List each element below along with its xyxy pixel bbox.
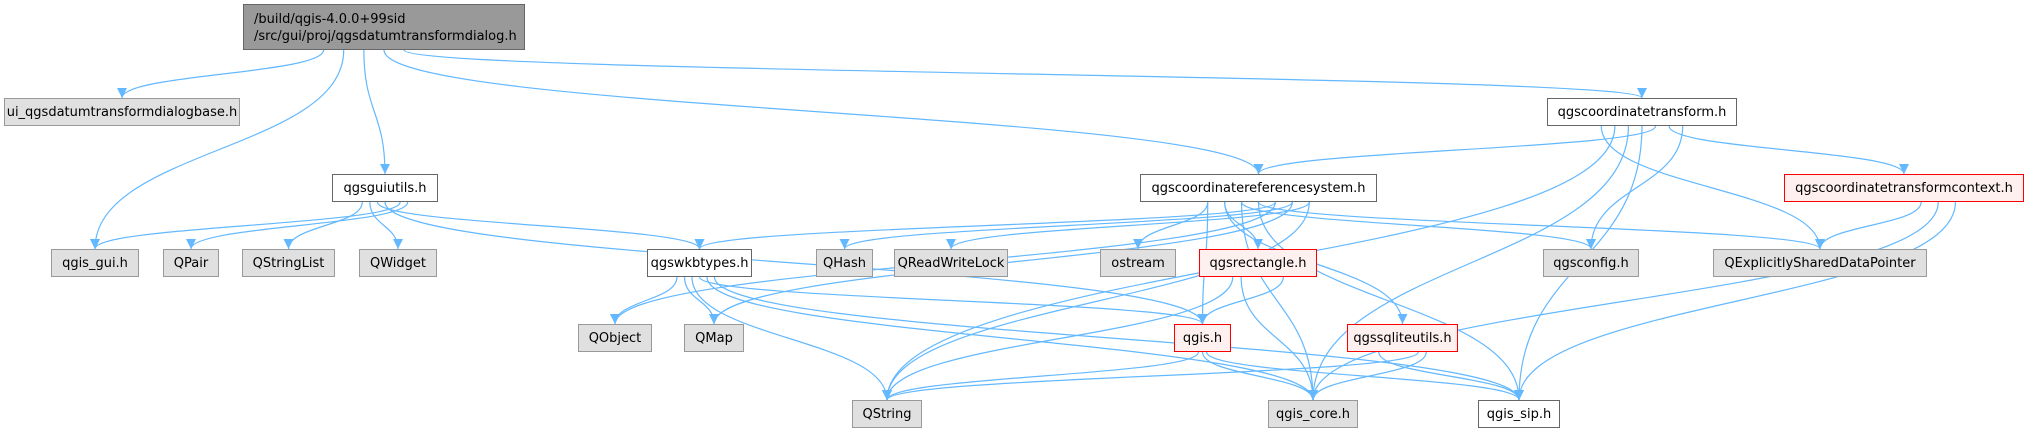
node-label: QStringList (252, 255, 325, 271)
node-label: qgsrectangle.h (1209, 255, 1307, 271)
node-label: qgssqliteutils.h (1353, 330, 1452, 346)
node-label: qgswkbtypes.h (650, 255, 749, 271)
node-label: qgscoordinatereferencesystem.h (1151, 180, 1366, 196)
edge-qgsct-to-qgsconfig (1586, 125, 1684, 250)
graph-node-root[interactable]: /build/qgis-4.0.0+99sid/src/gui/proj/qgs… (243, 4, 525, 50)
graph-node-qgsrectangle[interactable]: qgsrectangle.h (1199, 249, 1317, 277)
edge-qgsct-to-qgscrs (1253, 125, 1657, 175)
node-label: qgis_gui.h (62, 255, 128, 271)
node-label: QString (862, 406, 912, 422)
node-label: QWidget (369, 255, 426, 271)
graph-node-qmap[interactable]: QMap (684, 324, 744, 352)
edge-qgsct-to-qesdp (1600, 125, 1825, 250)
graph-node-qgswkbtypes[interactable]: qgswkbtypes.h (647, 249, 752, 277)
node-label: QMap (695, 330, 733, 346)
edge-qgssqliteutils-to-qgis-sip (1378, 351, 1524, 401)
edge-qgis-to-qgis-sip (1205, 351, 1524, 401)
edge-qgscrs-to-qesdp (1257, 201, 1825, 250)
node-label: ui_qgsdatumtransformdialogbase.h (6, 104, 238, 120)
edge-qgswkbtypes-to-qgis-sip (713, 276, 1524, 401)
edge-qgswkbtypes-to-qstring (691, 276, 892, 401)
graph-node-qstring[interactable]: QString (852, 400, 922, 428)
edge-qgsguiutils-to-qwidget (369, 201, 403, 250)
node-label: QPair (173, 255, 209, 271)
node-label: qgsguiutils.h (343, 180, 427, 196)
edge-root-to-qgsct (403, 49, 1647, 99)
node-label: qgis_core.h (1276, 406, 1350, 422)
graph-node-qhash[interactable]: QHash (816, 249, 873, 277)
edge-qgscrs-to-qgswkbtypes (694, 201, 1277, 250)
graph-node-qgis-sip[interactable]: qgis_sip.h (1478, 400, 1560, 428)
edge-qgsctc-to-qgis-core (1308, 201, 1939, 401)
node-label: ostream (1111, 255, 1165, 271)
edge-qgscrs-to-qrwlock (946, 201, 1310, 250)
node-label: QObject (588, 330, 642, 346)
graph-node-qgssqliteutils[interactable]: qgssqliteutils.h (1347, 324, 1458, 352)
edge-root-to-qgis-gui (90, 49, 345, 250)
edge-qgsguiutils-to-qpair (186, 201, 409, 250)
edge-qgswkbtypes-to-qobject (610, 276, 678, 325)
edge-qgscrs-to-qgis-core (1240, 201, 1318, 401)
node-label: QHash (823, 255, 866, 271)
graph-node-qgsct[interactable]: qgscoordinatetransform.h (1547, 98, 1737, 126)
node-label: /build/qgis-4.0.0+99sid (254, 12, 406, 27)
edge-qgswkbtypes-to-qgis-core (706, 276, 1318, 401)
node-label: /src/gui/proj/qgsdatumtransformdialog.h (254, 29, 517, 44)
edge-qgis-to-qstring (882, 351, 1200, 401)
node-label: qgscoordinatetransform.h (1557, 104, 1727, 120)
graph-node-qstringlist[interactable]: QStringList (242, 249, 335, 277)
edge-qgsct-to-qgsctc (1668, 125, 1909, 175)
edge-qgscrs-to-qstring (882, 201, 1310, 401)
edge-qgsrectangle-to-qgis (1197, 276, 1284, 325)
edge-root-to-ui-base (117, 49, 325, 99)
graph-node-qgis[interactable]: qgis.h (1174, 324, 1231, 352)
graph-node-qobject[interactable]: QObject (578, 324, 652, 352)
graph-node-qgsctc[interactable]: qgscoordinatetransformcontext.h (1784, 174, 2024, 202)
graph-node-qpair[interactable]: QPair (163, 249, 219, 277)
edge-qgsct-to-qgis-core (1308, 125, 1630, 401)
node-label: QReadWriteLock (897, 255, 1005, 271)
edge-root-to-qgsguiutils (363, 49, 390, 175)
edge-qgssqliteutils-to-qgis-core (1308, 351, 1427, 401)
edge-qgscrs-to-qhash (839, 201, 1293, 250)
graph-node-ui-base[interactable]: ui_qgsdatumtransformdialogbase.h (4, 98, 240, 126)
node-label: qgis_sip.h (1486, 406, 1552, 422)
graph-node-qgis-core[interactable]: qgis_core.h (1268, 400, 1358, 428)
graph-node-qgsconfig[interactable]: qgsconfig.h (1543, 249, 1639, 277)
node-label: qgsconfig.h (1553, 255, 1629, 271)
edge-qgsrectangle-to-qgis-core (1240, 276, 1318, 401)
edge-qgsguiutils-to-qgswkbtypes (376, 201, 705, 250)
node-label: qgis.h (1182, 330, 1223, 346)
graph-node-qgsguiutils[interactable]: qgsguiutils.h (332, 174, 438, 202)
edge-qgscrs-to-qgis-sip (1257, 201, 1524, 401)
edge-qgswkbtypes-to-qgis (698, 276, 1208, 325)
graph-node-qesdp[interactable]: QExplicitlySharedDataPointer (1713, 249, 1927, 277)
edge-qgsguiutils-to-qstringlist (283, 201, 363, 250)
node-label: qgscoordinatetransformcontext.h (1795, 180, 2013, 196)
edge-qgsguiutils-to-qgis (384, 201, 1208, 325)
graph-node-qgscrs[interactable]: qgscoordinatereferencesystem.h (1140, 174, 1377, 202)
edge-qgsctc-to-qesdp (1815, 201, 1922, 250)
graph-node-qwidget[interactable]: QWidget (359, 249, 437, 277)
graph-node-qrwlock[interactable]: QReadWriteLock (894, 249, 1008, 277)
edge-qgssqliteutils-to-qstring (882, 351, 1419, 401)
edge-qgsctc-to-qgis-sip (1514, 201, 1957, 401)
graph-node-ostream[interactable]: ostream (1100, 249, 1176, 277)
edge-qgswkbtypes-to-qmap (683, 276, 719, 325)
node-label: QExplicitlySharedDataPointer (1724, 255, 1916, 271)
graph-node-qgis-gui[interactable]: qgis_gui.h (51, 249, 139, 277)
edge-qgsrectangle-to-qstring (882, 276, 1234, 401)
edge-root-to-qgscrs (383, 49, 1264, 175)
edge-qgsguiutils-to-qgis-gui (90, 201, 401, 250)
